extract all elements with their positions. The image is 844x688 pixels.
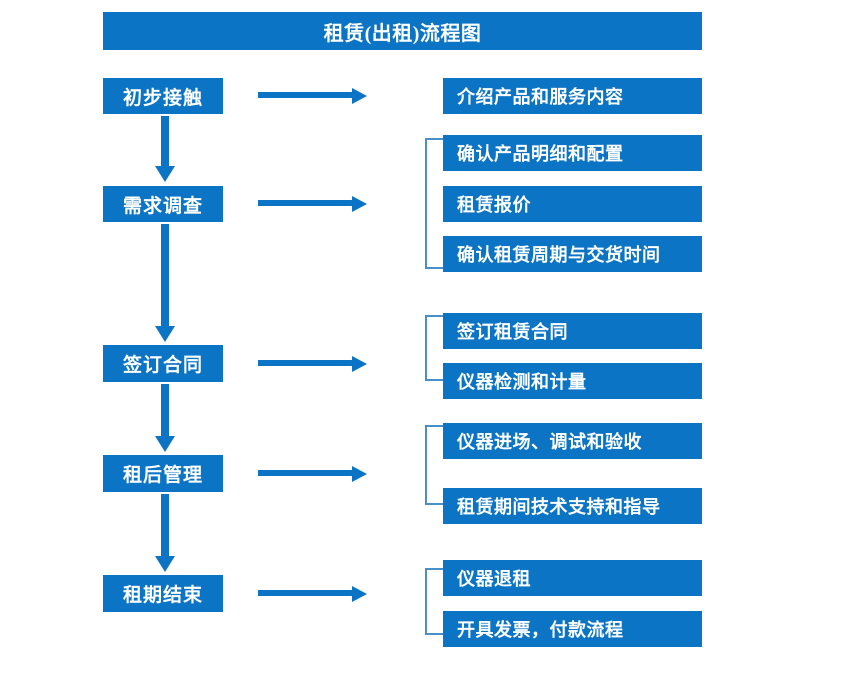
vertical-arrow-icon-4 xyxy=(152,494,178,574)
horizontal-arrow-icon-4 xyxy=(258,463,368,485)
stage-box-sign-contract[interactable]: 签订合同 xyxy=(103,345,223,382)
bracket-group-4 xyxy=(415,425,445,505)
bracket-group-5 xyxy=(415,568,445,635)
detail-box-sign-lease-contract[interactable]: 签订租赁合同 xyxy=(443,313,702,349)
detail-box-instrument-return[interactable]: 仪器退租 xyxy=(443,560,702,596)
vertical-arrow-icon-1 xyxy=(152,116,178,184)
horizontal-arrow-icon-1 xyxy=(258,85,368,107)
stage-box-initial-contact[interactable]: 初步接触 xyxy=(103,78,223,114)
horizontal-arrow-icon-2 xyxy=(258,193,368,215)
stage-box-lease-end[interactable]: 租期结束 xyxy=(103,575,223,612)
vertical-arrow-icon-2 xyxy=(152,224,178,344)
detail-box-instrument-inspection[interactable]: 仪器检测和计量 xyxy=(443,363,702,399)
detail-box-introduce-products[interactable]: 介绍产品和服务内容 xyxy=(443,78,702,114)
detail-box-instrument-entry-commissioning[interactable]: 仪器进场、调试和验收 xyxy=(443,423,702,459)
horizontal-arrow-icon-3 xyxy=(258,353,368,375)
detail-box-confirm-product-details[interactable]: 确认产品明细和配置 xyxy=(443,135,702,171)
detail-box-invoice-payment[interactable]: 开具发票，付款流程 xyxy=(443,611,702,647)
stage-box-demand-survey[interactable]: 需求调查 xyxy=(103,186,223,222)
detail-box-technical-support[interactable]: 租赁期间技术支持和指导 xyxy=(443,488,702,524)
page-title: 租赁(出租)流程图 xyxy=(103,12,702,50)
horizontal-arrow-icon-5 xyxy=(258,583,368,605)
vertical-arrow-icon-3 xyxy=(152,384,178,454)
detail-box-rental-quotation[interactable]: 租赁报价 xyxy=(443,186,702,222)
bracket-group-3 xyxy=(415,315,445,381)
stage-box-post-rental-management[interactable]: 租后管理 xyxy=(103,455,223,492)
bracket-group-2 xyxy=(415,138,445,269)
detail-box-confirm-lease-period[interactable]: 确认租赁周期与交货时间 xyxy=(443,236,702,272)
